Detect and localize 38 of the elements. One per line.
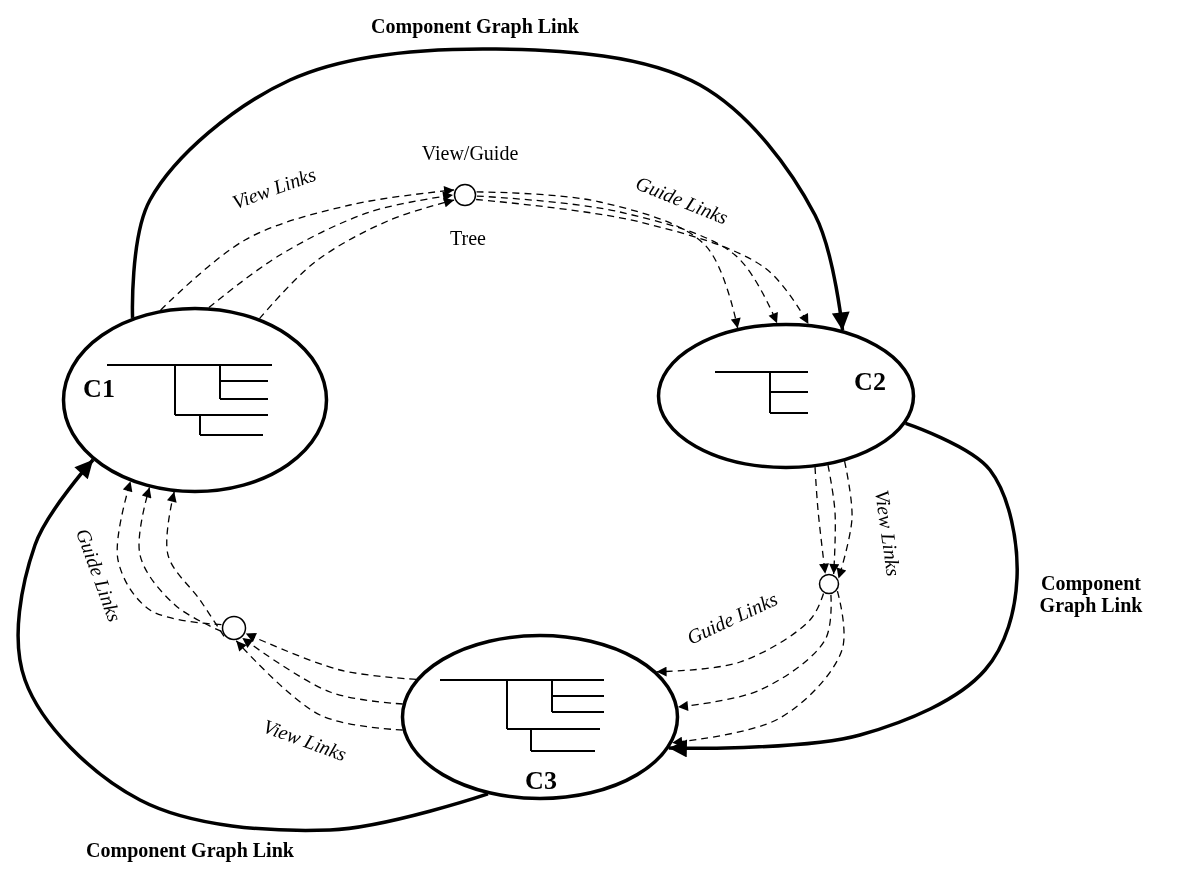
dashed-arrow [655,592,825,677]
edge-label: Guide Links [683,587,781,649]
dashed-arrow [166,491,225,637]
dashed-arrow [138,486,223,632]
edge-label: Component Graph Link [371,15,579,37]
edge-label: Guide Links [632,171,732,229]
component-label: C2 [854,369,886,395]
component-ellipse [401,634,679,800]
component-label: C1 [83,376,115,402]
node-label: View/Guide [421,143,519,163]
dashed-arrow [671,590,845,747]
edge-label: Component Graph Link [1038,572,1144,616]
edge-label: View Links [871,488,905,578]
dashed-arrow [208,191,454,309]
circle-node [221,615,247,641]
component-label: C3 [525,768,557,794]
dashed-arrow [827,464,840,575]
component-ellipse [657,323,915,469]
dashed-arrow [677,594,832,711]
circle-node [818,573,840,595]
edge-label: Component Graph Link [86,839,294,861]
edge-label: View Links [229,162,319,214]
edge-label: Guide Links [72,525,126,625]
dashed-arrow [241,637,404,705]
dashed-arrow [814,466,829,575]
arrow [16,458,489,833]
component-ellipse [62,307,328,493]
dashed-arrow [258,197,455,320]
arrow [668,421,1019,758]
arrow [130,47,850,331]
dashed-arrow [235,640,404,731]
dashed-arrow [159,185,455,311]
dashed-arrow [836,460,853,580]
dashed-arrow [245,632,417,680]
dashed-arrow [475,191,741,329]
dashed-arrow [116,480,223,626]
edge-label: View Links [260,714,350,766]
node-label: Tree [450,228,486,248]
